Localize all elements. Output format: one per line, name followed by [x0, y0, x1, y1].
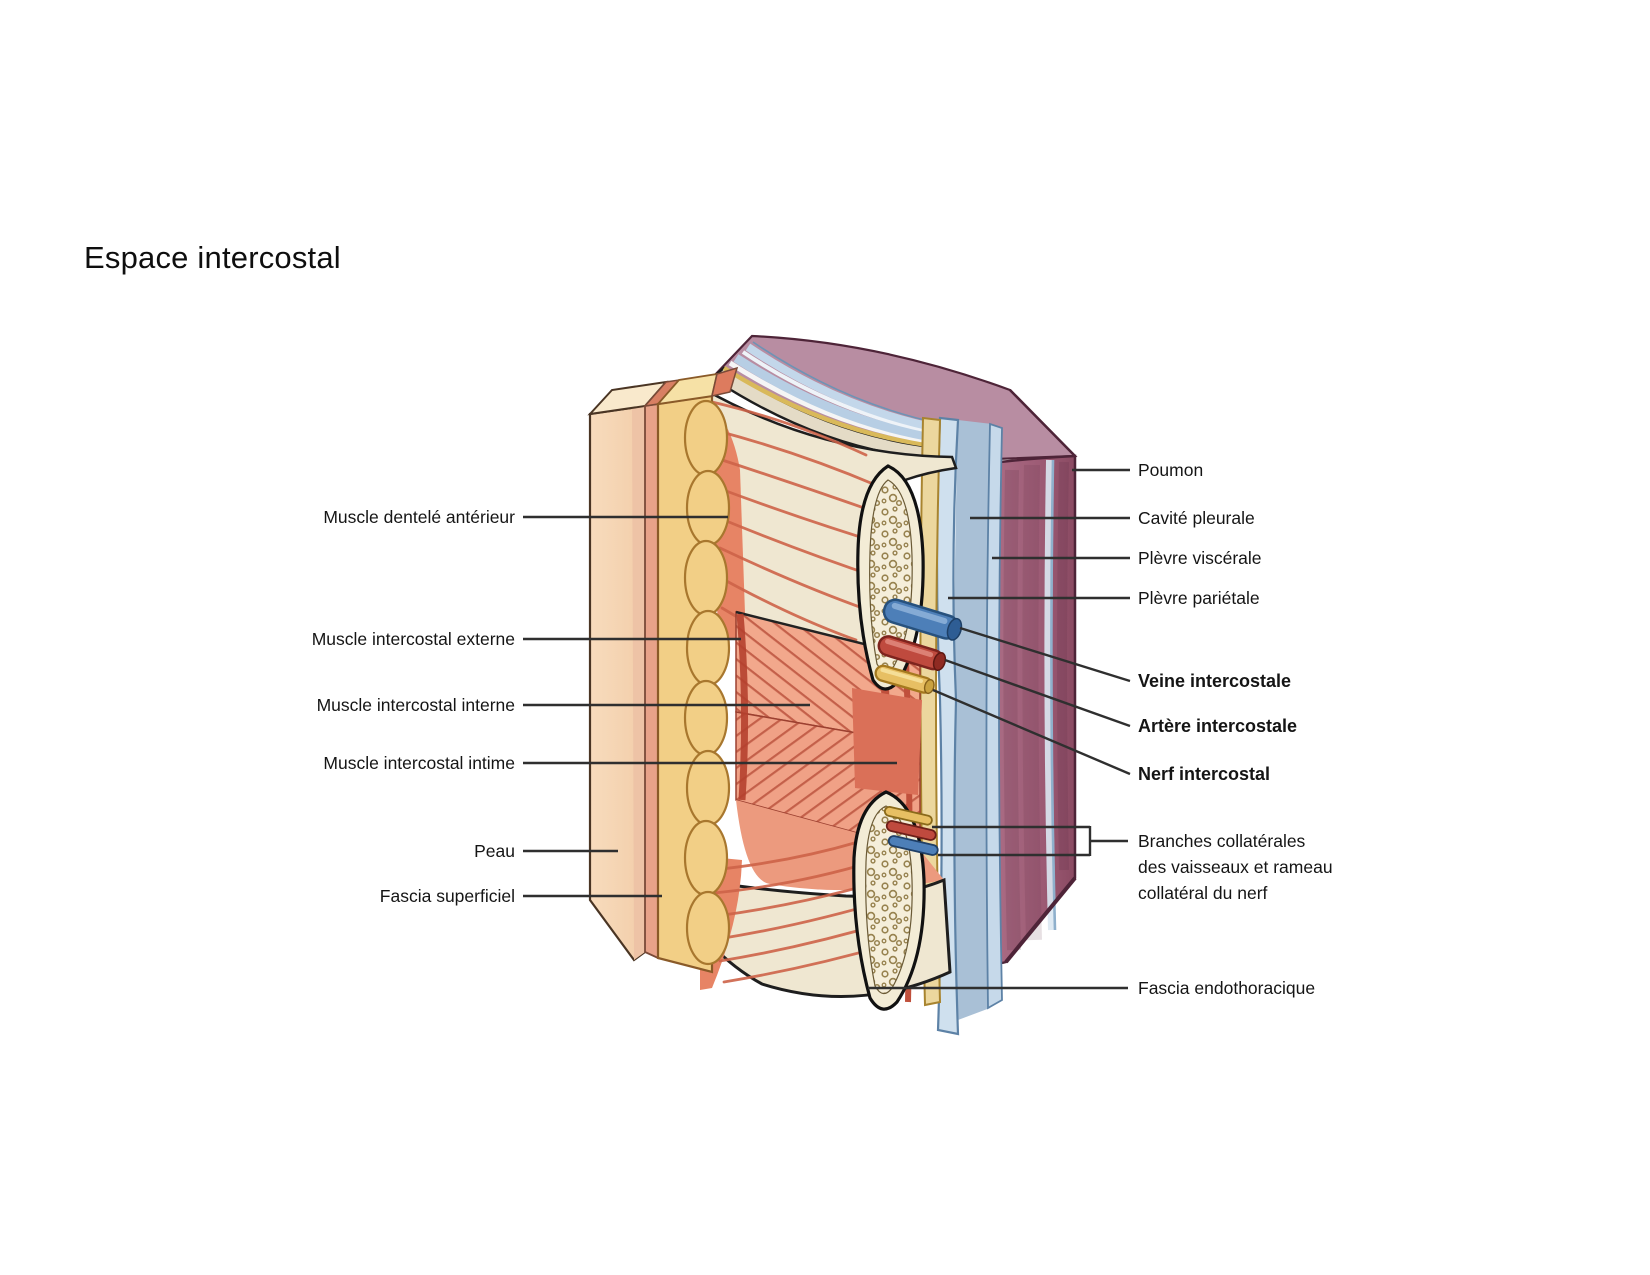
superficial-fascia-layer [644, 402, 659, 960]
collateral-branches [883, 805, 939, 856]
muscle-behind-vessels [852, 688, 922, 795]
lung-streak [1057, 461, 1069, 871]
superficial-layers [587, 366, 739, 974]
lung-bottom-edge [1004, 876, 1077, 964]
label-muscle-dentele-anterieur: Muscle dentelé antérieur [323, 507, 515, 527]
label-peau: Peau [474, 841, 515, 861]
collateral-artery-branch [885, 820, 937, 841]
rib-lower-spongy-bone [865, 805, 913, 995]
lung-streak [1003, 469, 1021, 951]
label-nerf-intercostal: Nerf intercostal [1138, 764, 1271, 784]
collateral-nerve-branch [883, 805, 933, 826]
leader-nerf [932, 688, 1131, 776]
label-plevre-parietale: Plèvre pariétale [1138, 588, 1260, 608]
collateral-vein-branch [887, 835, 939, 856]
leader-artere [944, 658, 1131, 728]
artery-highlight [885, 638, 934, 658]
artery-cut-end [932, 651, 947, 672]
label-muscle-intercostal-intime: Muscle intercostal intime [323, 753, 515, 773]
label-fascia-superficiel: Fascia superficiel [379, 886, 515, 906]
leader-lines [523, 468, 1131, 990]
label-veine-intercostale: Veine intercostale [1138, 671, 1292, 691]
muscle-top-sliver [711, 366, 739, 397]
intercostal-nerve [874, 664, 935, 695]
nerve-cut-end [923, 678, 935, 695]
intercostal-vein [882, 598, 963, 641]
lung-corner-edge [1009, 389, 1076, 457]
vein-cut-end [946, 617, 963, 641]
lung [994, 389, 1077, 965]
label-fascia-endothoracique: Fascia endothoracique [1138, 978, 1316, 998]
label-muscle-intercostal-externe: Muscle intercostal externe [311, 629, 515, 649]
skin-dermis-band [632, 406, 645, 960]
nerve-highlight [880, 667, 923, 684]
label-plevre-viscerale: Plèvre viscérale [1138, 548, 1262, 568]
label-branches-collaterales: Branches collatérales des vaisseaux et r… [1138, 831, 1333, 903]
lung-streak [1022, 464, 1042, 941]
label-muscle-intercostal-interne: Muscle intercostal interne [316, 695, 515, 715]
pleural-cavity [954, 420, 992, 1020]
page-title: Espace intercostal [84, 240, 341, 275]
vein-highlight [891, 602, 948, 625]
label-cavite-pleurale: Cavité pleurale [1138, 508, 1255, 528]
muscle-septum-left [736, 613, 749, 801]
intercostal-artery [877, 635, 947, 672]
label-poumon: Poumon [1138, 460, 1204, 480]
leader-veine [959, 626, 1131, 683]
label-artere-intercostale: Artère intercostale [1138, 716, 1298, 736]
fat-lobules [683, 399, 731, 966]
